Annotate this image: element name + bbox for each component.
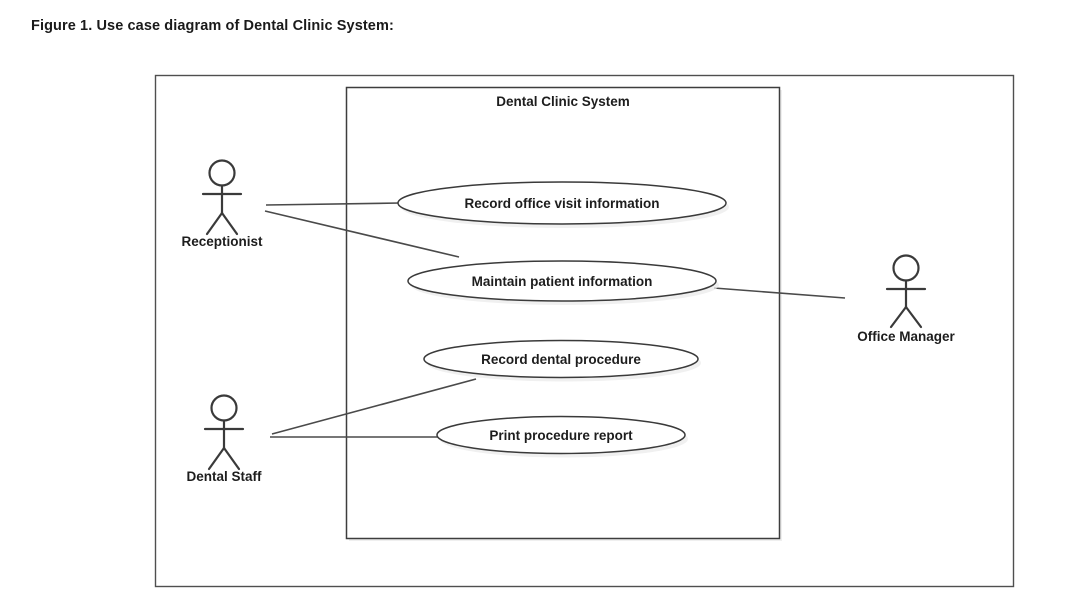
actor-receptionist[interactable]: Receptionist	[181, 159, 263, 250]
actor-label: Receptionist	[181, 234, 263, 249]
actor-leg-right	[222, 446, 241, 471]
use-case-ellipse	[423, 339, 699, 379]
association-lines	[264, 202, 846, 438]
use-case-maintain-patient-info[interactable]: Maintain patient information	[407, 260, 719, 305]
stick-figure-icon	[885, 254, 927, 329]
association-dental-staff-record-dental-procedure	[271, 378, 477, 435]
use-case-label: Print procedure report	[489, 428, 633, 443]
stick-figure-icon	[203, 394, 245, 471]
actor-leg-right	[904, 305, 923, 329]
actor-label: Office Manager	[857, 329, 955, 344]
use-case-label: Record dental procedure	[481, 352, 641, 367]
use-case-ellipse	[397, 181, 727, 225]
stick-figure-icon	[201, 159, 243, 236]
use-case-ellipse	[407, 260, 717, 302]
system-boundary-box	[345, 86, 781, 540]
use-case-print-procedure-report[interactable]: Print procedure report	[436, 415, 688, 458]
use-case-record-dental-procedure[interactable]: Record dental procedure	[423, 339, 701, 382]
use-case-label: Record office visit information	[464, 196, 659, 211]
association-receptionist-maintain-patient-info	[264, 210, 460, 258]
association-maintain-patient-info-office-manager	[713, 287, 846, 299]
use-case-ellipse	[436, 415, 686, 455]
actor-leg-right	[220, 211, 239, 236]
actor-leg-left	[205, 211, 224, 236]
actor-office-manager[interactable]: Office Manager	[857, 254, 956, 345]
actor-label: Dental Staff	[186, 469, 262, 484]
system-boundary-label: Dental Clinic System	[496, 94, 630, 109]
figure-caption: Figure 1. Use case diagram of Dental Cli…	[31, 18, 394, 34]
use-case-record-office-visit[interactable]: Record office visit information	[397, 181, 729, 228]
use-case-label: Maintain patient information	[472, 274, 653, 289]
actor-leg-left	[207, 446, 226, 471]
actor-leg-left	[889, 305, 908, 329]
association-receptionist-record-office-visit	[265, 202, 401, 206]
actor-dental-staff[interactable]: Dental Staff	[186, 394, 262, 485]
